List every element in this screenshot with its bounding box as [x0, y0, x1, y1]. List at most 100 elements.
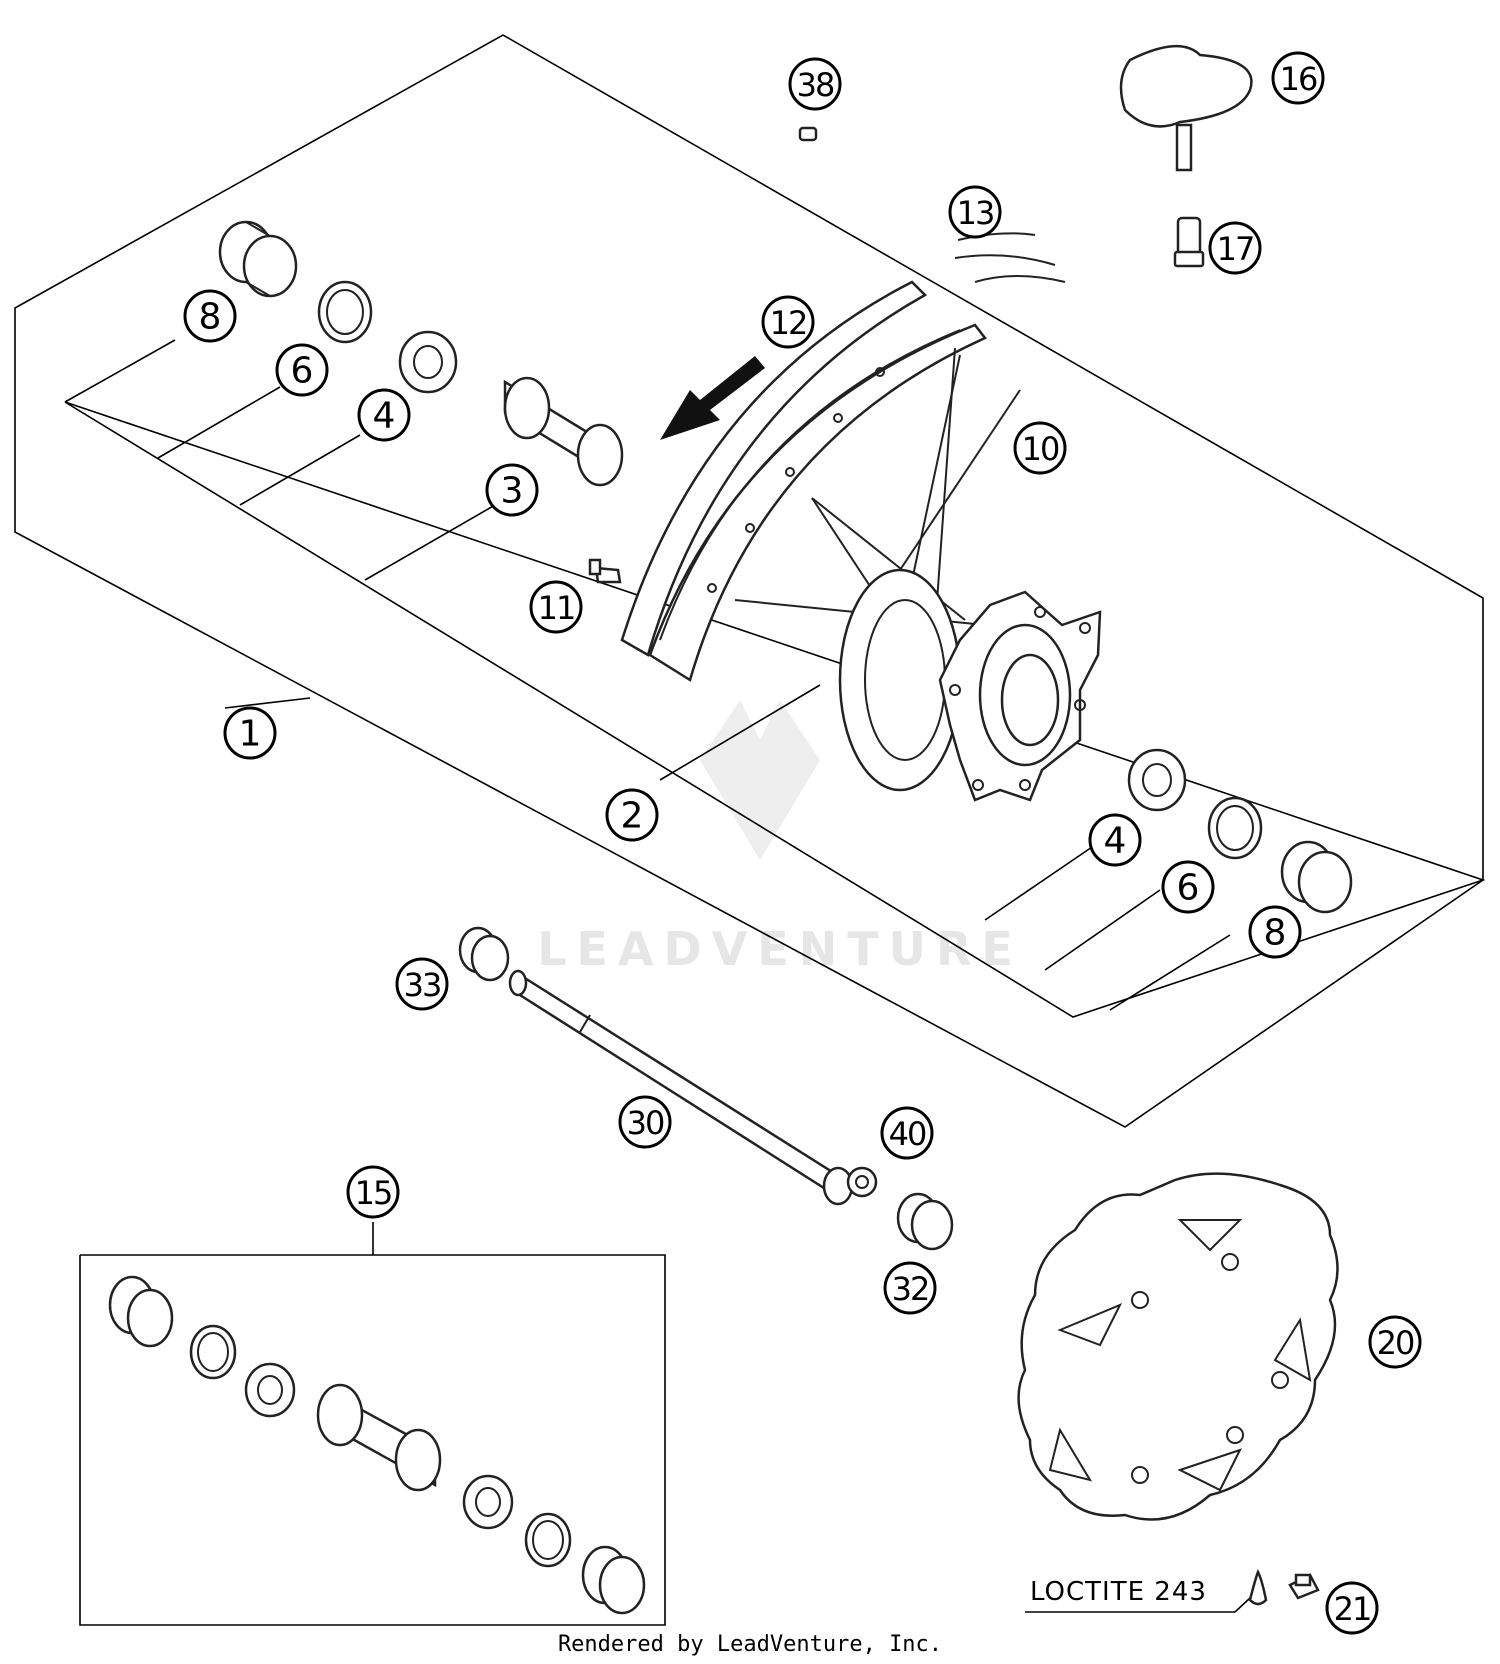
callout-21: 21	[1325, 1581, 1379, 1635]
axle-seal-part	[458, 926, 510, 982]
callout-circle	[761, 295, 815, 349]
callout-label: 40	[889, 1115, 926, 1153]
callout-6b: 6	[1161, 860, 1215, 914]
brake-disc-screw-part	[1288, 1573, 1320, 1600]
distance-sleeve-part	[503, 376, 624, 487]
callout-12: 12	[761, 295, 815, 349]
watermark-logo-icon	[700, 700, 820, 860]
callout-circle	[275, 343, 329, 397]
rim-lock-nut-part	[1173, 216, 1205, 268]
callout-circle	[183, 289, 237, 343]
rim-tape-part	[954, 232, 1066, 283]
loctite-note: LOCTITE 243	[1030, 1577, 1207, 1607]
watermark-text: LEADVENTURE	[537, 922, 1023, 976]
callout-30: 30	[618, 1095, 672, 1149]
callout-circle	[395, 957, 449, 1011]
callout-circle	[1013, 421, 1067, 475]
callout-label: 20	[1377, 1324, 1414, 1362]
callout-circle	[223, 706, 277, 760]
callout-circle	[1248, 905, 1302, 959]
right-bearing-part	[1127, 748, 1187, 812]
rim-part	[620, 280, 987, 682]
callout-4b: 4	[1088, 813, 1142, 867]
callout-10: 10	[1013, 421, 1067, 475]
bearing-kit-parts	[108, 1275, 646, 1615]
callout-label: 17	[1217, 230, 1254, 268]
callout-label: 21	[1334, 1590, 1371, 1628]
callout-label: 10	[1022, 430, 1059, 468]
left-seal-part	[317, 280, 373, 344]
valve-cap-part	[798, 126, 818, 142]
callout-label: 4	[1104, 821, 1127, 862]
callout-40: 40	[880, 1106, 934, 1160]
callout-circle	[880, 1106, 934, 1160]
callout-label: 11	[538, 589, 575, 627]
callout-circle	[1271, 51, 1325, 105]
callout-32: 32	[883, 1261, 937, 1315]
callout-circle	[948, 185, 1002, 239]
left-spacer-part	[218, 220, 298, 298]
left-bearing-part	[398, 330, 458, 394]
callout-6a: 6	[275, 343, 329, 397]
callout-15: 15	[346, 1165, 400, 1219]
callout-label: 8	[1264, 913, 1287, 954]
callout-circle	[1161, 860, 1215, 914]
brake-disc-part	[1017, 1172, 1339, 1521]
callout-38: 38	[788, 57, 842, 111]
loctite-drop-icon	[1248, 1568, 1268, 1606]
axle-washer-part	[846, 1166, 878, 1198]
callout-label: 33	[404, 966, 441, 1004]
callout-13: 13	[948, 185, 1002, 239]
callout-circle	[346, 1165, 400, 1219]
leader-lines	[64, 339, 1251, 1626]
callout-circle	[788, 57, 842, 111]
callout-4a: 4	[357, 388, 411, 442]
callout-8a: 8	[183, 289, 237, 343]
callout-circle	[357, 388, 411, 442]
callout-17: 17	[1208, 221, 1262, 275]
callout-circle	[1088, 813, 1142, 867]
axle-part	[508, 969, 854, 1206]
rim-lock-part	[1119, 44, 1253, 172]
spoke-nipple-part	[588, 558, 622, 584]
callout-11: 11	[529, 580, 583, 634]
callout-label: 16	[1280, 60, 1317, 98]
bearing-kit-frame	[79, 1254, 666, 1626]
callout-circle	[1208, 221, 1262, 275]
callout-circle	[605, 788, 659, 842]
callout-label: 4	[373, 396, 396, 437]
callout-label: 12	[770, 304, 807, 342]
callout-circle	[529, 580, 583, 634]
callout-label: 2	[621, 796, 644, 837]
callout-label: 15	[355, 1174, 392, 1212]
callout-label: 30	[627, 1104, 664, 1142]
callout-label: 32	[892, 1270, 929, 1308]
right-seal-part	[1207, 796, 1263, 860]
callout-circle	[618, 1095, 672, 1149]
callout-circle	[485, 463, 539, 517]
rotation-direction-arrow-icon	[660, 356, 765, 440]
callout-3: 3	[485, 463, 539, 517]
callout-16: 16	[1271, 51, 1325, 105]
callout-circle	[883, 1261, 937, 1315]
callout-label: 6	[1177, 868, 1200, 909]
callout-1: 1	[223, 706, 277, 760]
callout-label: 3	[501, 471, 524, 512]
footer-caption: Rendered by LeadVenture, Inc.	[558, 1632, 942, 1657]
right-spacer-part	[1280, 840, 1353, 914]
callout-33: 33	[395, 957, 449, 1011]
callout-circle	[1368, 1315, 1422, 1369]
callout-circle	[1325, 1581, 1379, 1635]
axle-nut-part	[896, 1192, 954, 1251]
callout-label: 6	[291, 351, 314, 392]
callout-label: 8	[199, 297, 222, 338]
callout-2: 2	[605, 788, 659, 842]
callout-20: 20	[1368, 1315, 1422, 1369]
hub-part	[838, 568, 1102, 802]
callout-label: 13	[957, 194, 994, 232]
callout-label: 38	[797, 66, 834, 104]
callout-8b: 8	[1248, 905, 1302, 959]
callout-label: 1	[239, 714, 262, 755]
